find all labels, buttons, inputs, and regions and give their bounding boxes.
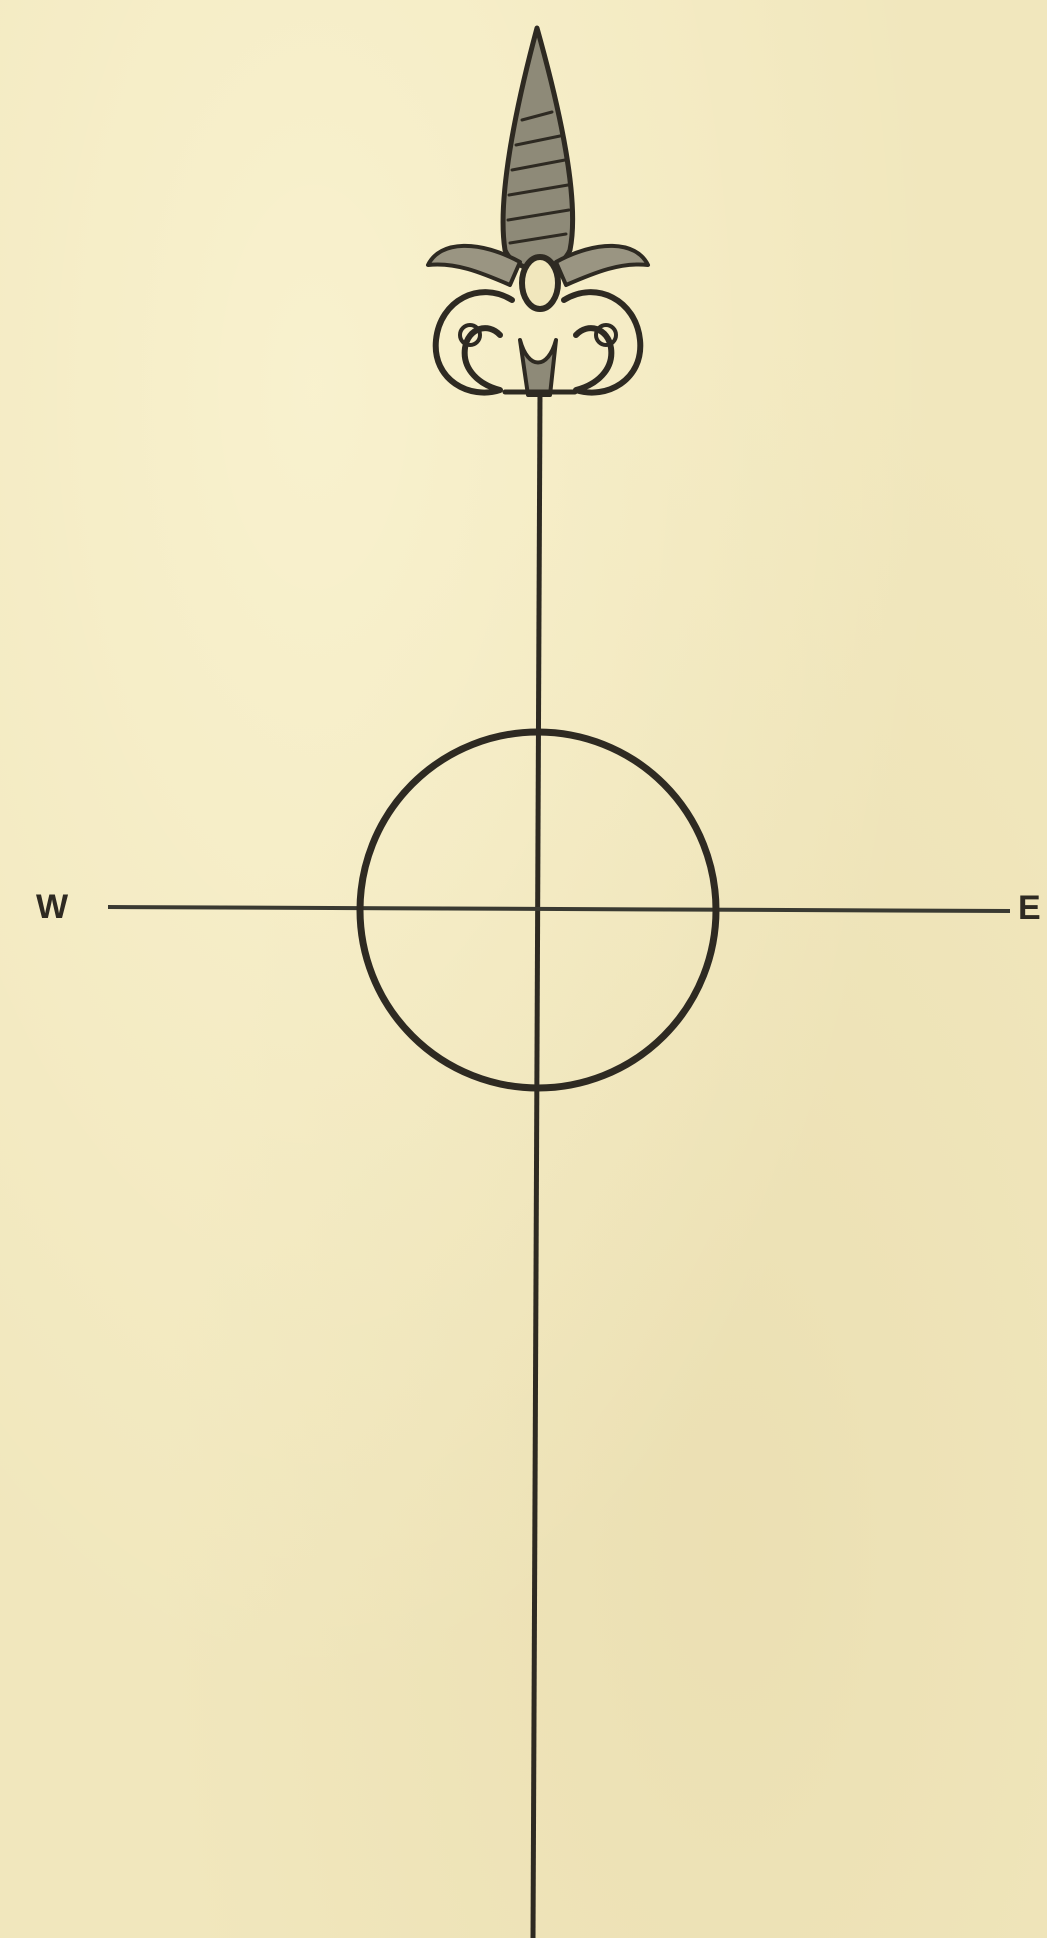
east-label: E [1018,891,1041,925]
west-label: W [36,890,68,924]
fleur-de-lis-icon [428,28,648,395]
east-west-line [108,907,1010,911]
north-south-line [533,392,540,1938]
